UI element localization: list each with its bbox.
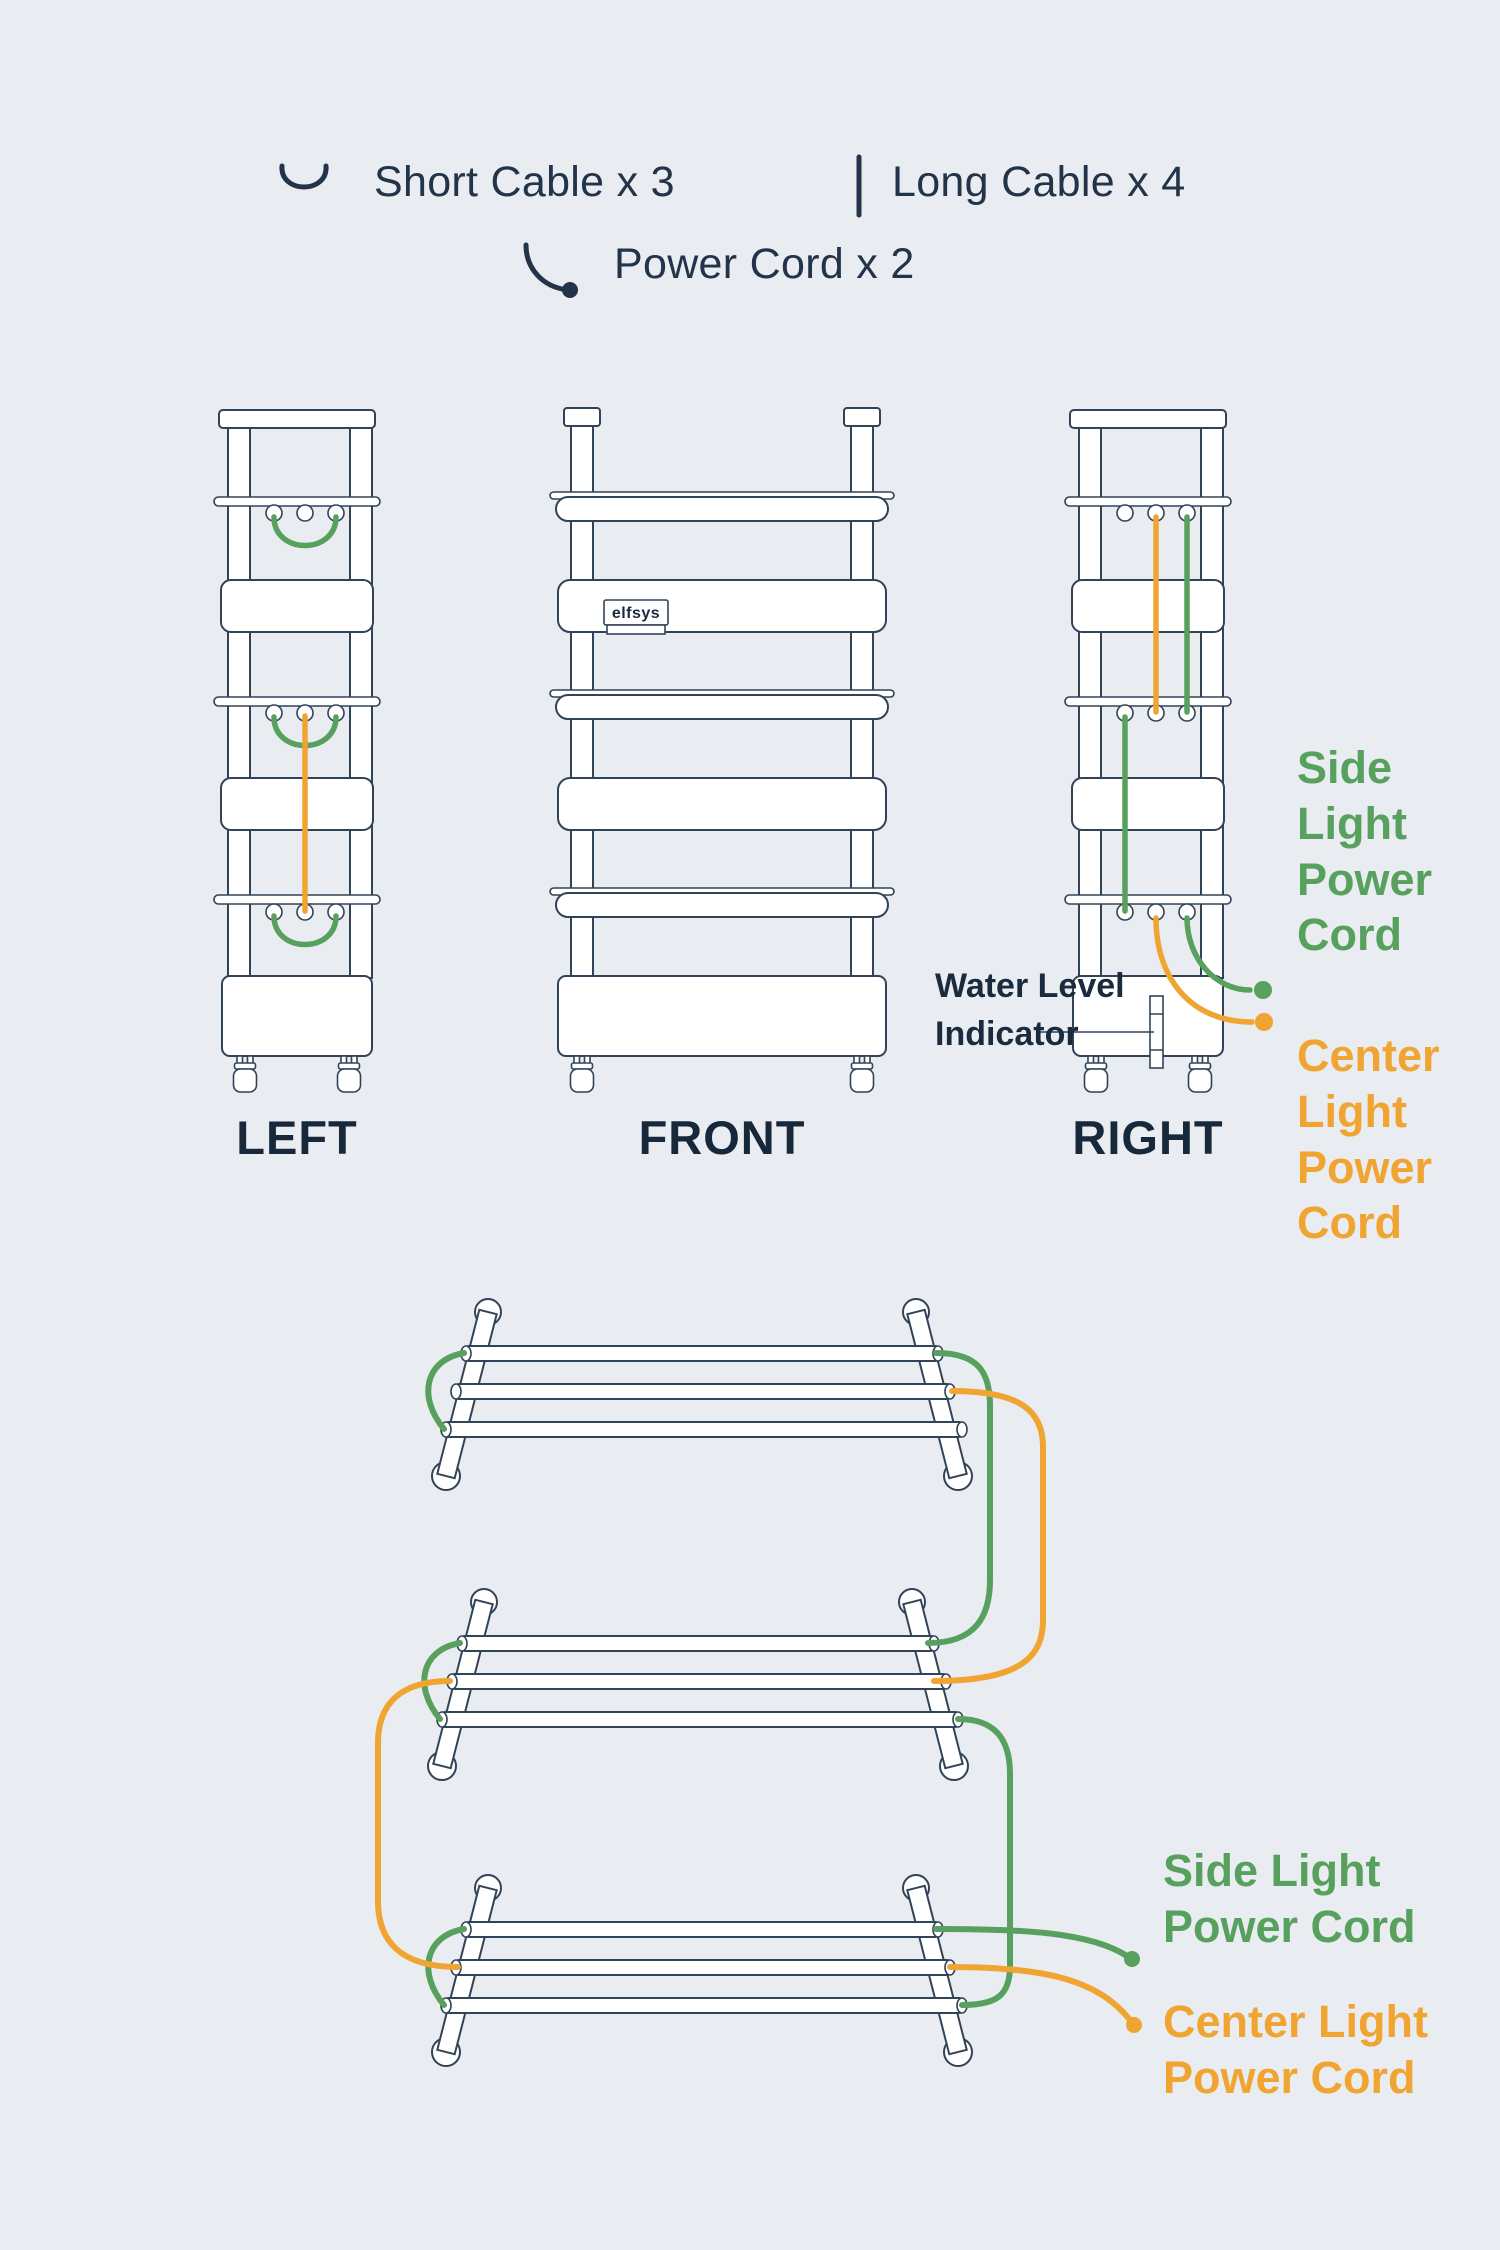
bottom-side-light-power-cord-label: Side Light Power Cord (1163, 1845, 1416, 1952)
shelf-layer-middle (427, 1588, 969, 1781)
bottom-center-light-power-cord-label: Center Light Power Cord (1163, 1996, 1428, 2103)
side-light-power-cord-label: Side Light Power Cord (1297, 742, 1433, 961)
left-view (214, 410, 380, 1092)
left-view-cables (271, 514, 339, 948)
brand-logo: elfsys (603, 599, 669, 635)
long-cable-label: Long Cable x 4 (892, 158, 1186, 206)
long-cable-icon (856, 154, 862, 218)
short-cable-icon (279, 163, 329, 190)
shelf-layer-top (431, 1298, 973, 1491)
stacking-diagram (375, 1298, 1142, 2067)
power-cord-icon (523, 242, 578, 298)
front-view: elfsys (549, 407, 895, 1093)
power-cord-label: Power Cord x 2 (614, 240, 915, 288)
front-view-label: FRONT (638, 1111, 806, 1164)
right-view (1040, 410, 1273, 1092)
center-light-power-cord-label: Center Light Power Cord (1297, 1030, 1440, 1249)
right-view-cables (1122, 514, 1273, 1031)
water-level-label: Water Level Indicator (935, 967, 1125, 1054)
side-light-cables (421, 1350, 1140, 2008)
brand-logo-text: elfsys (612, 605, 660, 622)
short-cable-label: Short Cable x 3 (374, 158, 675, 206)
legend: Short Cable x 3 Long Cable x 4 Power Cor… (0, 0, 1500, 320)
right-view-label: RIGHT (1072, 1111, 1224, 1164)
shelf-layer-bottom (431, 1874, 973, 2067)
center-light-cables (375, 1388, 1142, 2033)
water-level-indicator (1040, 995, 1164, 1069)
left-view-label: LEFT (236, 1111, 358, 1164)
